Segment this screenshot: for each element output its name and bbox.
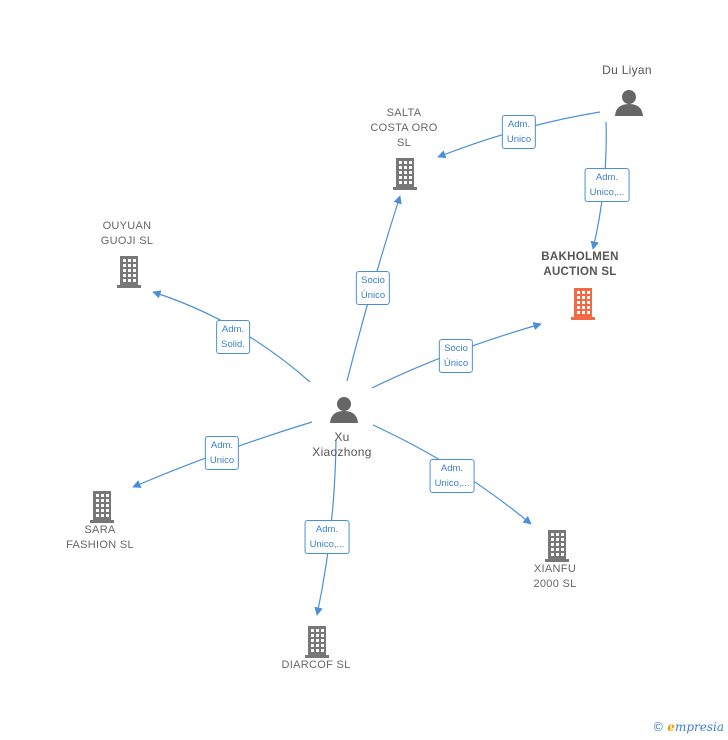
edge-label-line: Adm. [210, 440, 234, 451]
node-label-line: BAKHOLMEN [541, 251, 619, 263]
edges [132, 111, 607, 616]
edge-label-line: Adm. [595, 172, 619, 183]
building-icon[interactable] [393, 158, 417, 190]
node-label-line: GUOJI SL [100, 235, 154, 247]
node-label-salta[interactable]: SALTA COSTA ORO SL [370, 106, 437, 151]
node-label-xianfu[interactable]: XIANFU 2000 SL [533, 562, 576, 592]
edge-label-line: Socio [444, 343, 468, 354]
edge-label[interactable]: Adm. Unico,... [584, 168, 630, 202]
building-icon[interactable] [545, 530, 569, 562]
node-icons [90, 90, 643, 658]
node-label-bakholmen[interactable]: BAKHOLMEN AUCTION SL [541, 250, 618, 280]
edge-label-line: Adm. [315, 524, 339, 535]
edge-label-line: Socio [361, 275, 385, 286]
brand-name: mpresia [674, 720, 724, 734]
node-label-ouyuan[interactable]: OUYUAN GUOJI SL [101, 219, 154, 249]
edge-label-line: Solid. [221, 339, 245, 350]
edge-label[interactable]: Adm. Unico [501, 115, 537, 149]
node-label-line: XIANFU [533, 563, 577, 575]
edge-label-line: Unico,... [434, 478, 470, 489]
node-label-line: FASHION SL [66, 539, 134, 551]
person-icon[interactable] [615, 90, 643, 116]
node-label-line: Du Liyan [602, 63, 652, 77]
edge-label[interactable]: Adm. Unico,... [304, 520, 350, 554]
edge-label[interactable]: Adm. Unico,... [429, 459, 475, 493]
edge-label-line: Adm. [221, 324, 245, 335]
node-label-line: Xu [334, 430, 350, 444]
node-label-line: SARA [84, 524, 116, 536]
node-label-line: Xiaozhong [312, 445, 372, 459]
brand-watermark: ©empresia [652, 720, 724, 734]
building-icon[interactable] [90, 491, 114, 523]
edge-label-line: Adm. [440, 463, 464, 474]
edge-label-line: Unico [506, 134, 532, 145]
building-icon[interactable] [117, 256, 141, 288]
building-icon[interactable] [571, 288, 595, 320]
edge-label-line: Unico,... [309, 539, 345, 550]
brand-initial: e [667, 720, 675, 734]
node-label-sara[interactable]: SARA FASHION SL [66, 523, 134, 553]
building-icon[interactable] [305, 626, 329, 658]
edge-label[interactable]: Adm. Unico [204, 436, 240, 470]
node-label-line: AUCTION SL [543, 266, 617, 278]
node-label-line: DIARCOF SL [281, 659, 351, 671]
node-label-diarcof[interactable]: DIARCOF SL [281, 658, 350, 673]
edge-label[interactable]: Adm. Solid. [216, 320, 250, 354]
edge-label-line: Único [443, 358, 469, 369]
copyright-symbol: © [652, 720, 665, 734]
edge-label-line: Unico [209, 455, 235, 466]
edge-label-line: Único [360, 290, 386, 301]
edge-label-line: Unico,... [589, 187, 625, 198]
node-label-du_liyan[interactable]: Du Liyan [602, 63, 652, 78]
node-label-line: OUYUAN [102, 220, 152, 232]
edge-label-line: Adm. [507, 119, 531, 130]
person-icon[interactable] [330, 397, 358, 423]
node-label-line: SL [396, 137, 412, 149]
node-label-line: SALTA [386, 107, 422, 119]
node-label-line: COSTA ORO [370, 122, 438, 134]
node-label-line: 2000 SL [533, 578, 577, 590]
